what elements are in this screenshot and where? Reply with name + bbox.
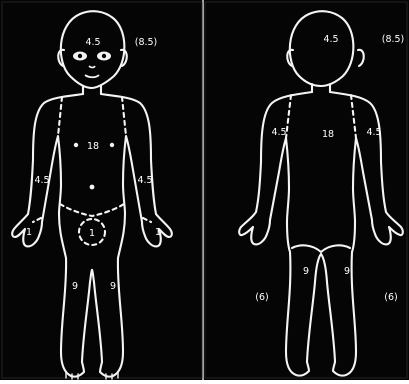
front-label-genitals: 1 — [89, 228, 95, 239]
front-label-leg-right: 9 — [110, 281, 116, 292]
back-label-head: 4.5 — [323, 34, 338, 45]
back-label-arm-left: 4.5 — [271, 127, 286, 138]
front-navel — [90, 185, 95, 190]
back-label-head-infant: (8.5) — [382, 34, 405, 45]
front-label-arm-left: 4.5 — [34, 175, 49, 186]
front-pupil-left — [78, 54, 82, 58]
front-label-arm-right: 4.5 — [137, 175, 152, 186]
back-label-leg-left: 9 — [303, 266, 309, 277]
back-label-arm-right: 4.5 — [366, 127, 381, 138]
front-label-leg-left: 9 — [72, 281, 78, 292]
front-label-hand-left: 1 — [26, 227, 32, 238]
front-nipple-right — [110, 143, 114, 147]
back-label-leg-right: 9 — [344, 266, 350, 277]
front-label-head-infant: (8.5) — [135, 37, 158, 48]
front-label-hand-right: 1 — [155, 227, 161, 238]
back-label-lower-leg-left: (6) — [255, 292, 268, 303]
front-pupil-right — [102, 54, 106, 58]
back-label-trunk: 18 — [322, 129, 334, 140]
front-label-head: 4.5 — [85, 37, 100, 48]
front-label-trunk: 18 — [87, 141, 99, 152]
front-nipple-left — [74, 143, 78, 147]
back-label-lower-leg-right: (6) — [384, 292, 397, 303]
